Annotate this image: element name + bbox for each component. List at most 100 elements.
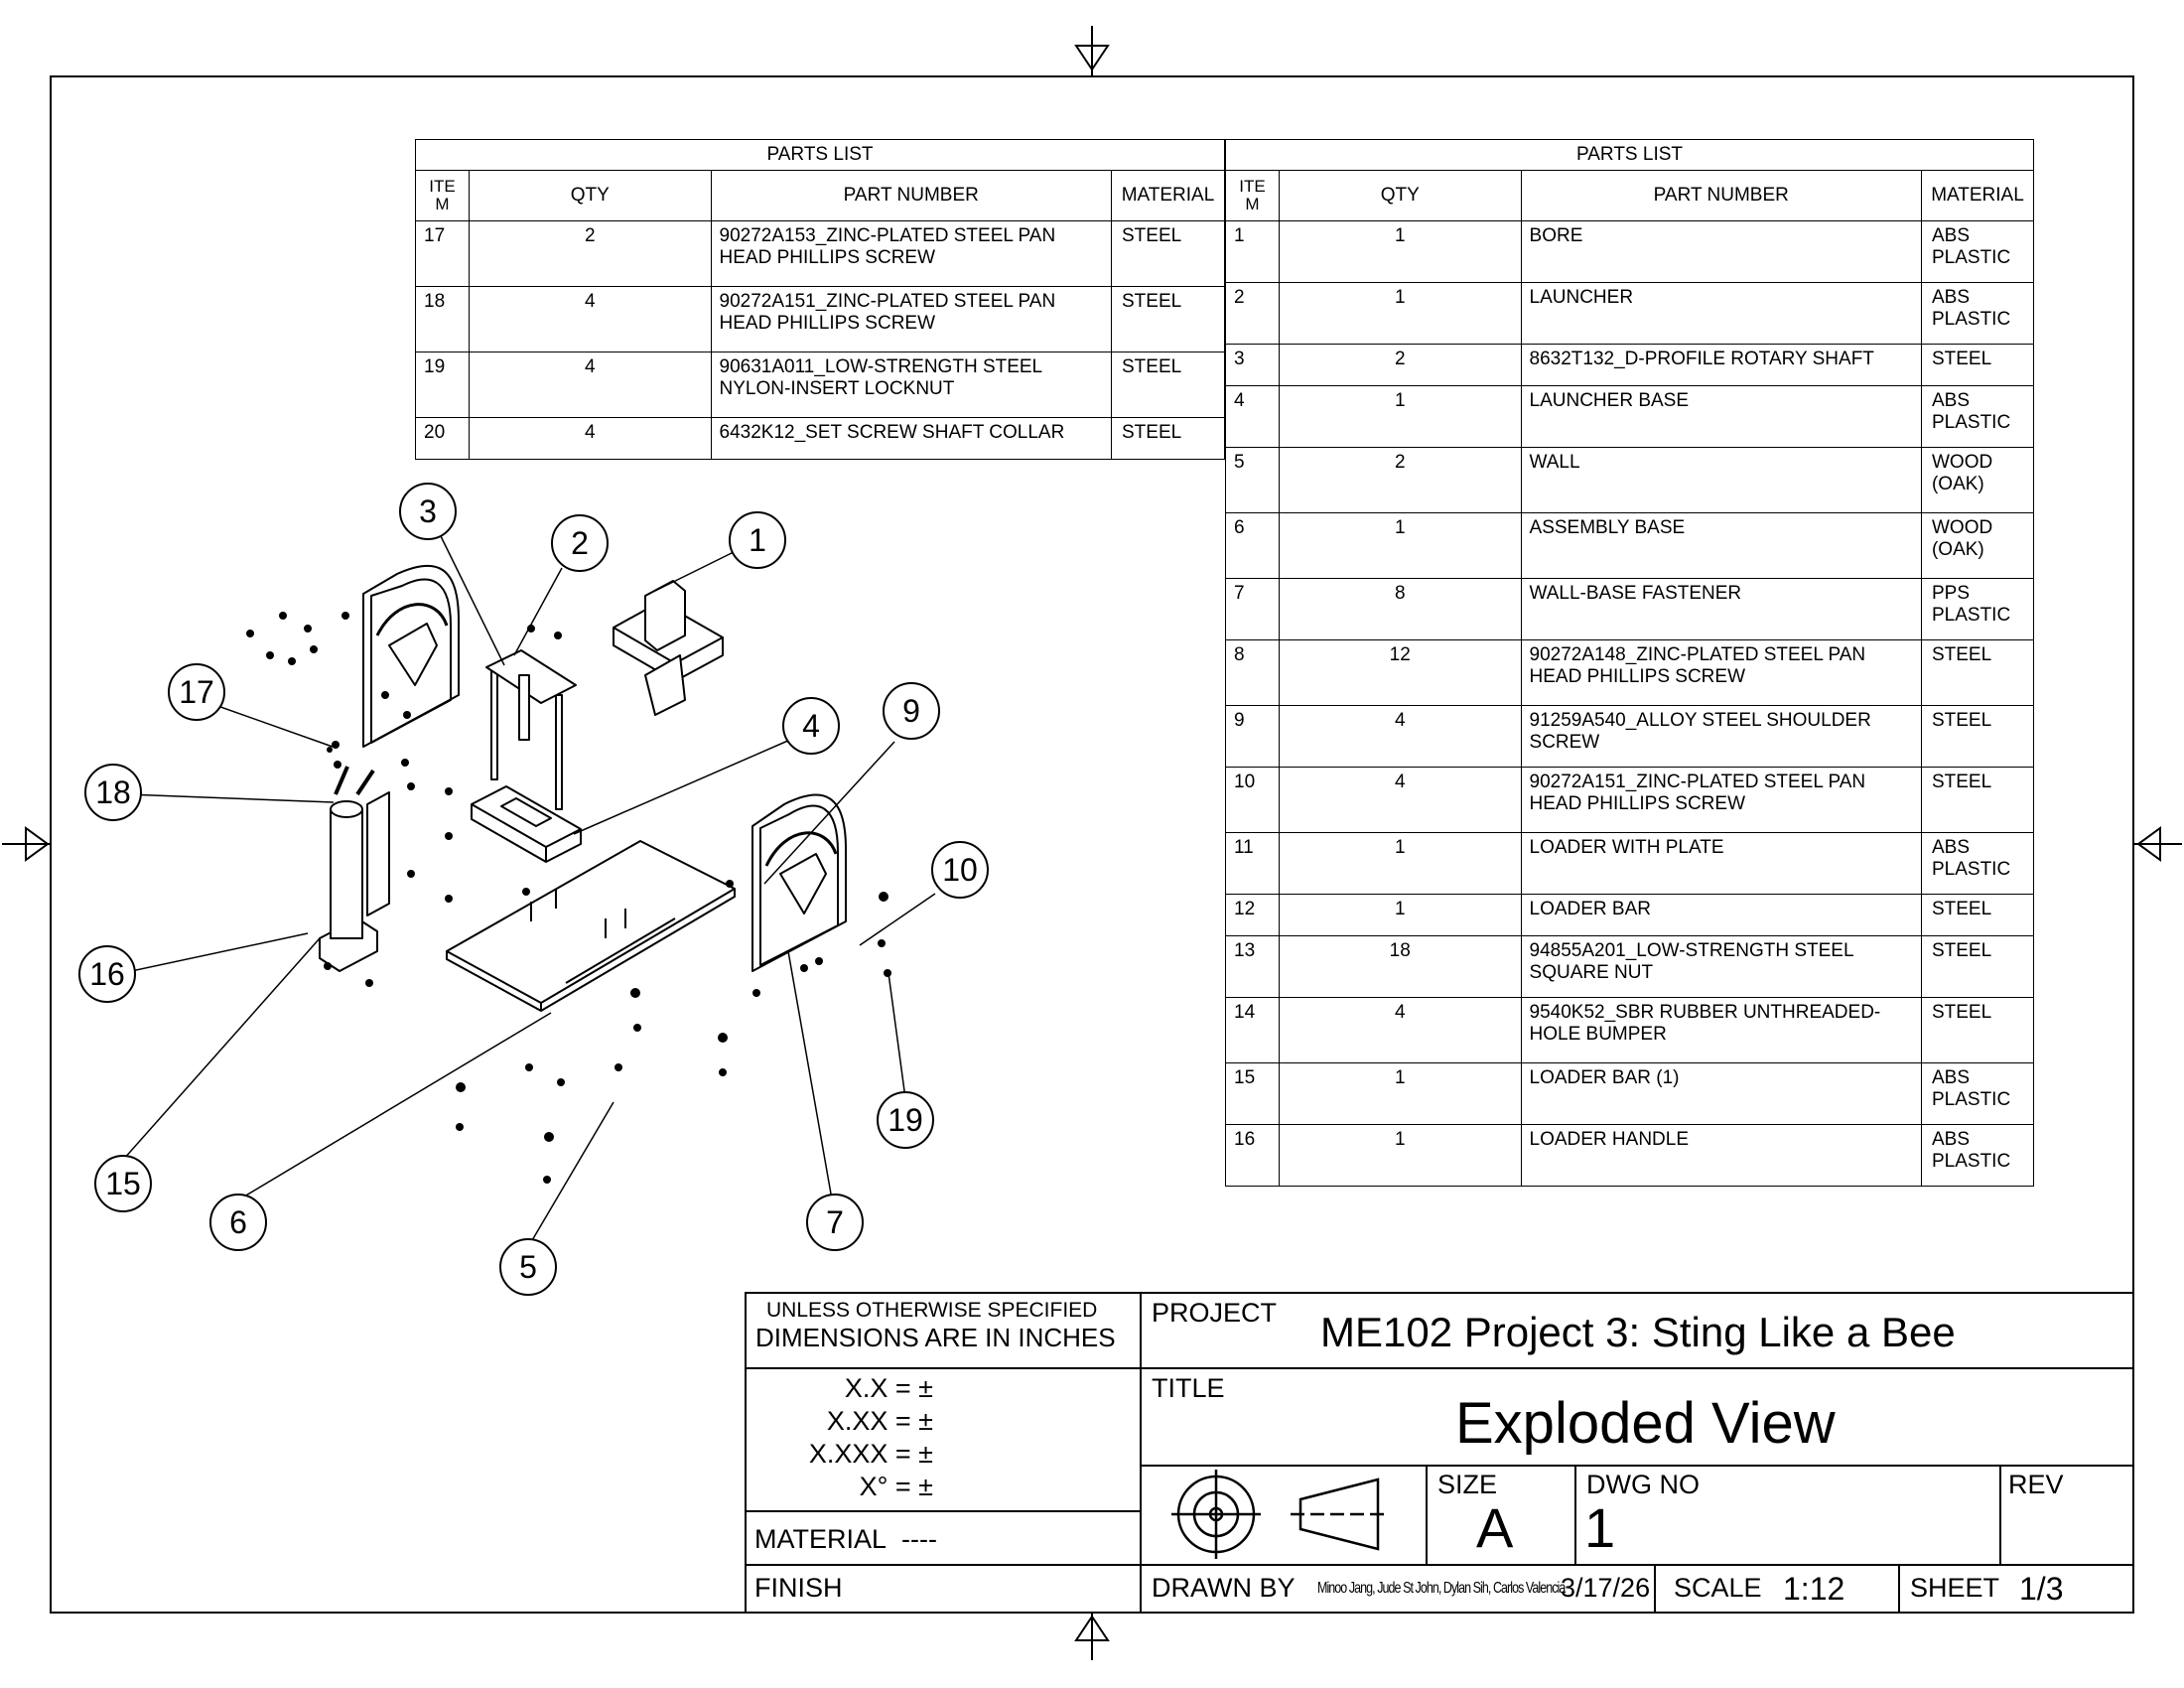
part-number-cell: 6432K12_SET SCREW SHAFT COLLAR	[710, 417, 1113, 460]
balloon-3: 3	[399, 483, 457, 540]
qty-cell: 1	[1278, 832, 1522, 895]
part-number-cell: WALL-BASE FASTENER	[1520, 578, 1922, 640]
material-cell: ABS PLASTIC	[1920, 385, 2035, 448]
balloon-label: 9	[902, 693, 920, 729]
drawing-date: 3/17/26	[1561, 1573, 1651, 1603]
item-cell: 16	[1225, 1124, 1280, 1187]
qty-cell: 4	[468, 286, 712, 352]
balloon-16: 16	[78, 945, 136, 1003]
qty-cell: 1	[1278, 1062, 1522, 1125]
material-cell: STEEL	[1920, 935, 2035, 998]
material-cell: WOOD (OAK)	[1920, 447, 2035, 513]
qty-cell: 12	[1278, 639, 1522, 706]
left-wall-part	[362, 564, 460, 748]
qty-cell: 4	[1278, 997, 1522, 1063]
balloon-label: 17	[179, 674, 214, 710]
balloon-17: 17	[168, 663, 225, 721]
material-cell: ABS PLASTIC	[1920, 1062, 2035, 1125]
item-cell: 13	[1225, 935, 1280, 998]
fasteners	[246, 612, 891, 1184]
balloon-6: 6	[209, 1194, 267, 1251]
balloon-2: 2	[551, 514, 609, 572]
leader-lines	[107, 535, 936, 1248]
right-center-mark	[2134, 826, 2182, 862]
balloon-9: 9	[883, 682, 940, 740]
drawn-by-label: DRAWN BY	[1152, 1573, 1296, 1603]
qty-cell: 1	[1278, 220, 1522, 283]
scale-box	[1654, 1564, 1900, 1614]
tolerance-values-box	[745, 1367, 1142, 1512]
part-number-cell: BORE	[1520, 220, 1922, 283]
finish-label: FINISH	[754, 1573, 843, 1603]
tolerance-header-line2: DIMENSIONS ARE IN INCHES	[755, 1323, 1116, 1352]
tolerance-header-line1: UNLESS OTHERWISE SPECIFIED	[766, 1299, 1098, 1322]
loader-handle-part	[319, 766, 390, 972]
material-label: MATERIAL ----	[754, 1524, 938, 1554]
sheet-value: 1/3	[2019, 1571, 2064, 1607]
balloon-label: 10	[942, 852, 978, 888]
bore-part	[613, 580, 724, 716]
balloon-label: 3	[419, 493, 437, 529]
col-header-part-number: PART NUMBER	[710, 170, 1113, 221]
parts-list-left: PARTS LIST ITE M QTY PART NUMBER MATERIA…	[415, 139, 1225, 460]
part-number-cell: 94855A201_LOW-STRENGTH STEEL SQUARE NUT	[1520, 935, 1922, 998]
part-number-cell: 90272A153_ZINC-PLATED STEEL PAN HEAD PHI…	[710, 220, 1113, 287]
rev-label: REV	[2008, 1470, 2064, 1499]
part-number-cell: LOADER HANDLE	[1520, 1124, 1922, 1187]
material-value: ----	[901, 1524, 938, 1554]
col-header-item: ITE M	[415, 170, 470, 221]
part-number-cell: 90631A011_LOW-STRENGTH STEEL NYLON-INSER…	[710, 352, 1113, 418]
balloons: 1 2 3 4 5 6 7 9 10 15 16 17 18 19	[78, 483, 989, 1296]
qty-cell: 2	[1278, 447, 1522, 513]
item-cell: 20	[415, 417, 470, 460]
balloon-label: 5	[519, 1249, 537, 1285]
material-cell: STEEL	[1111, 417, 1225, 460]
part-number-cell: LOADER BAR (1)	[1520, 1062, 1922, 1125]
material-cell: ABS PLASTIC	[1920, 1124, 2035, 1187]
rev-box	[1999, 1465, 2134, 1566]
material-cell: STEEL	[1920, 767, 2035, 833]
balloon-19: 19	[877, 1091, 934, 1149]
part-number-cell: WALL	[1520, 447, 1922, 513]
balloon-1: 1	[729, 511, 786, 569]
balloon-label: 7	[826, 1204, 844, 1240]
scale-label: SCALE	[1674, 1573, 1762, 1603]
item-cell: 14	[1225, 997, 1280, 1063]
balloon-4: 4	[782, 697, 840, 755]
balloon-label: 4	[802, 708, 820, 744]
part-number-cell: 90272A148_ZINC-PLATED STEEL PAN HEAD PHI…	[1520, 639, 1922, 706]
material-cell: STEEL	[1920, 894, 2035, 936]
balloon-label: 18	[95, 774, 131, 810]
assembly-base-part	[446, 840, 736, 1012]
material-cell: ABS PLASTIC	[1920, 220, 2035, 283]
part-number-cell: LOADER WITH PLATE	[1520, 832, 1922, 895]
part-number-cell: LAUNCHER	[1520, 282, 1922, 345]
tolerance-xxx: X.XXX = ±	[808, 1439, 933, 1469]
material-cell: ABS PLASTIC	[1920, 282, 2035, 345]
col-header-part-number: PART NUMBER	[1520, 170, 1922, 221]
dwg-no-label: DWG NO	[1586, 1470, 1700, 1499]
balloon-15: 15	[94, 1155, 152, 1212]
balloon-5: 5	[499, 1238, 557, 1296]
balloon-label: 15	[105, 1166, 141, 1201]
top-center-mark	[1074, 26, 1110, 75]
drawn-by-value: Minoo Jang, Jude St John, Dylan Sih, Car…	[1317, 1580, 1566, 1597]
item-cell: 12	[1225, 894, 1280, 936]
item-cell: 3	[1225, 344, 1280, 386]
col-header-qty: QTY	[1278, 170, 1522, 221]
parts-list-right-title: PARTS LIST	[1225, 139, 2034, 171]
part-number-cell: 90272A151_ZINC-PLATED STEEL PAN HEAD PHI…	[1520, 767, 1922, 833]
bottom-center-mark	[1074, 1614, 1110, 1660]
material-cell: PPS PLASTIC	[1920, 578, 2035, 640]
